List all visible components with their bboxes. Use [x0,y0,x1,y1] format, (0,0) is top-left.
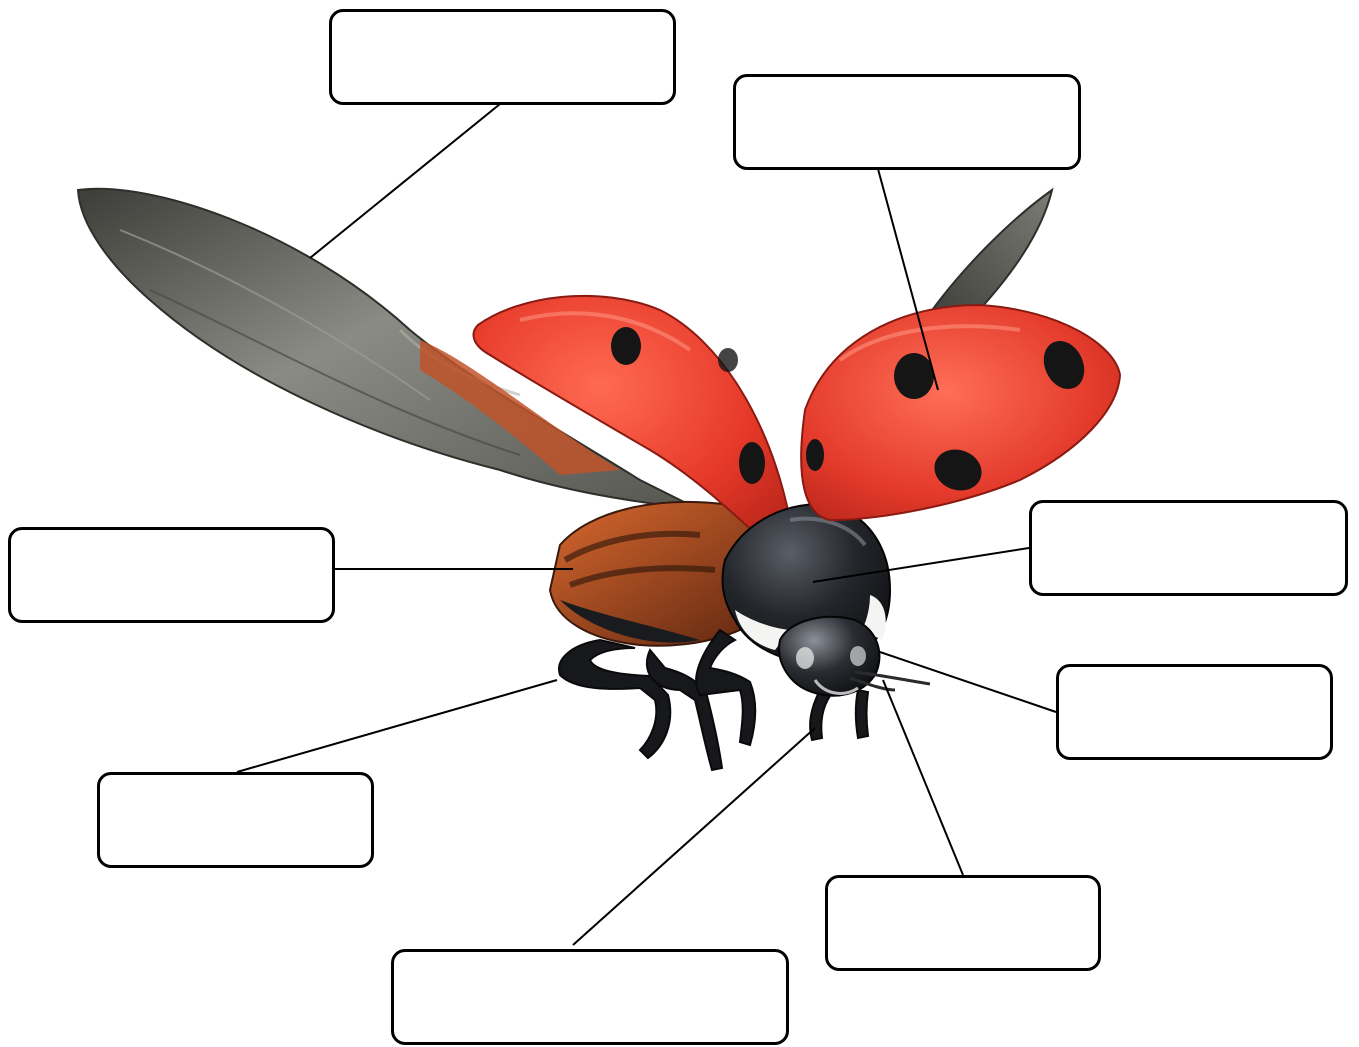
elytron-spot [894,353,934,399]
leader-line-mouthparts [573,728,815,945]
eye-highlight [850,646,866,666]
label-box-pronotum[interactable] [1029,500,1348,596]
leader-line-leg [237,680,557,772]
elytron-spot [806,439,824,471]
eye-highlight [796,647,814,669]
label-box-eye[interactable] [1056,664,1333,760]
right-elytron [801,305,1120,520]
elytron-spot [611,327,641,365]
label-box-hindwing[interactable] [329,9,676,105]
leader-line-eye [880,652,1056,712]
label-box-antenna[interactable] [825,875,1101,971]
label-box-mouthparts[interactable] [391,949,789,1045]
label-box-elytra[interactable] [733,74,1081,170]
leader-line-hindwing [310,104,500,258]
label-box-leg[interactable] [97,772,374,868]
elytron-spot [718,348,738,372]
label-box-abdomen[interactable] [8,527,335,623]
elytron-spot [739,442,765,484]
leader-line-antenna [883,680,963,875]
